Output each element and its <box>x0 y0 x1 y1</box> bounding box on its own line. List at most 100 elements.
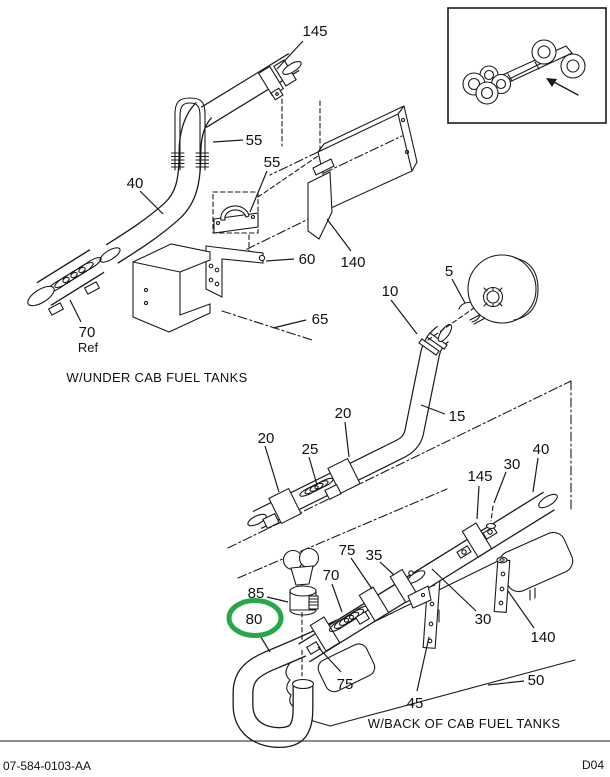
breather-lobe <box>298 547 320 569</box>
fill-tube-15 <box>247 323 453 529</box>
captions: W/UNDER CAB FUEL TANKS W/BACK OF CAB FUE… <box>66 370 560 731</box>
hose-fill <box>106 102 212 263</box>
gusset-tab <box>312 158 335 176</box>
leader-line <box>451 278 466 304</box>
tank-end-face <box>467 254 537 324</box>
callout-70: 70 <box>79 324 96 341</box>
bracket-35 <box>389 568 432 609</box>
cap-top <box>289 585 317 597</box>
bracket-60 <box>205 245 266 298</box>
clamp-75-lower <box>305 616 341 656</box>
leader-line <box>532 457 539 493</box>
footer: 07-584-0103-AA D04 <box>0 740 610 773</box>
u-bolt-outer <box>174 97 206 171</box>
clamp-bolt-tab <box>270 87 284 101</box>
u-bolt-inner <box>179 102 201 171</box>
tank-end-mid <box>467 254 539 324</box>
clamp-145-back <box>456 505 498 559</box>
clamp-band <box>358 586 390 622</box>
tank-side <box>513 257 539 321</box>
callout-140: 140 <box>530 629 555 646</box>
clamp-tab <box>262 512 280 530</box>
hose-40 <box>99 101 213 264</box>
inset-truck-locator <box>447 7 607 124</box>
tube-end-opening <box>282 60 302 76</box>
leader-line <box>344 421 350 458</box>
bolt-hole <box>498 600 504 606</box>
leader-lines <box>69 40 539 692</box>
leader-line <box>476 485 480 520</box>
ridge <box>54 271 78 289</box>
bolt-hole <box>404 149 410 155</box>
clamp-20-right <box>324 457 361 501</box>
document-number: 07-584-0103-AA <box>3 759 91 773</box>
callout-55: 55 <box>264 154 281 171</box>
bolt-hole <box>214 281 220 287</box>
callout-75: 75 <box>337 676 354 693</box>
rail-top-edges <box>317 105 418 172</box>
bolt-hole <box>143 300 149 306</box>
clamp-145-upper <box>257 65 285 147</box>
bolt-hole <box>500 571 506 577</box>
leader-line <box>69 299 82 323</box>
end-cap <box>27 285 55 307</box>
highlight-ellipse-80 <box>226 598 284 638</box>
tube-end-opening <box>247 513 267 527</box>
bolt-hole <box>208 263 214 269</box>
back-of-cab-assembly <box>227 380 576 748</box>
clamp-20-left <box>262 487 302 530</box>
gusset-plate <box>307 171 333 240</box>
nut <box>499 558 505 562</box>
crossmember-channel <box>132 243 211 333</box>
clamp-tab <box>324 483 342 501</box>
leader-line <box>212 139 244 143</box>
ridge <box>78 256 102 274</box>
bolt-hole <box>499 586 505 592</box>
mount-foot <box>83 281 101 295</box>
dashed-outline-box <box>212 191 259 234</box>
callout-5: 5 <box>445 263 453 280</box>
breather-stem <box>290 565 314 586</box>
ridge <box>62 266 86 284</box>
bolt-hole <box>143 287 149 293</box>
construction-dash <box>257 155 319 198</box>
saddle-clamp-55 <box>212 155 319 258</box>
truck-chassis-drawing <box>462 39 586 105</box>
u-bolt-55 <box>170 97 210 171</box>
callout-140: 140 <box>340 254 365 271</box>
callout-ref: Ref <box>78 340 99 355</box>
breather-cap <box>282 547 320 586</box>
leader-line <box>265 258 295 262</box>
bolt-hole <box>208 277 214 283</box>
leader-line <box>266 596 289 603</box>
callout-70: 70 <box>323 567 340 584</box>
locator-arrow-head <box>546 78 557 87</box>
callout-145: 145 <box>302 23 327 40</box>
rail-centerline <box>269 151 319 176</box>
callout-30: 30 <box>475 611 492 628</box>
wheel-hub <box>480 86 494 100</box>
strap-140 <box>493 556 511 613</box>
callout-85: 85 <box>248 585 265 602</box>
callout-80-highlighted: 80 <box>246 611 263 628</box>
bolt-hole <box>215 220 221 226</box>
filler-cap-85 <box>289 585 319 616</box>
leader-line <box>317 646 342 673</box>
callout-15: 15 <box>449 408 466 425</box>
rail-bottom-edge <box>329 659 576 727</box>
end-ring <box>418 338 440 356</box>
hose-fill <box>233 620 345 747</box>
bolt-hole <box>275 92 279 96</box>
under-cab-assembly <box>27 53 418 341</box>
thread-ticks <box>170 152 210 168</box>
bolt-hole <box>250 214 256 220</box>
callout-20: 20 <box>258 430 275 447</box>
bolt-head <box>461 549 467 555</box>
filler-neck-inner <box>486 290 500 304</box>
callout-30: 30 <box>504 456 521 473</box>
leader-line <box>308 456 318 486</box>
saddle-arch <box>220 205 250 221</box>
bolt-centerline <box>490 505 494 522</box>
